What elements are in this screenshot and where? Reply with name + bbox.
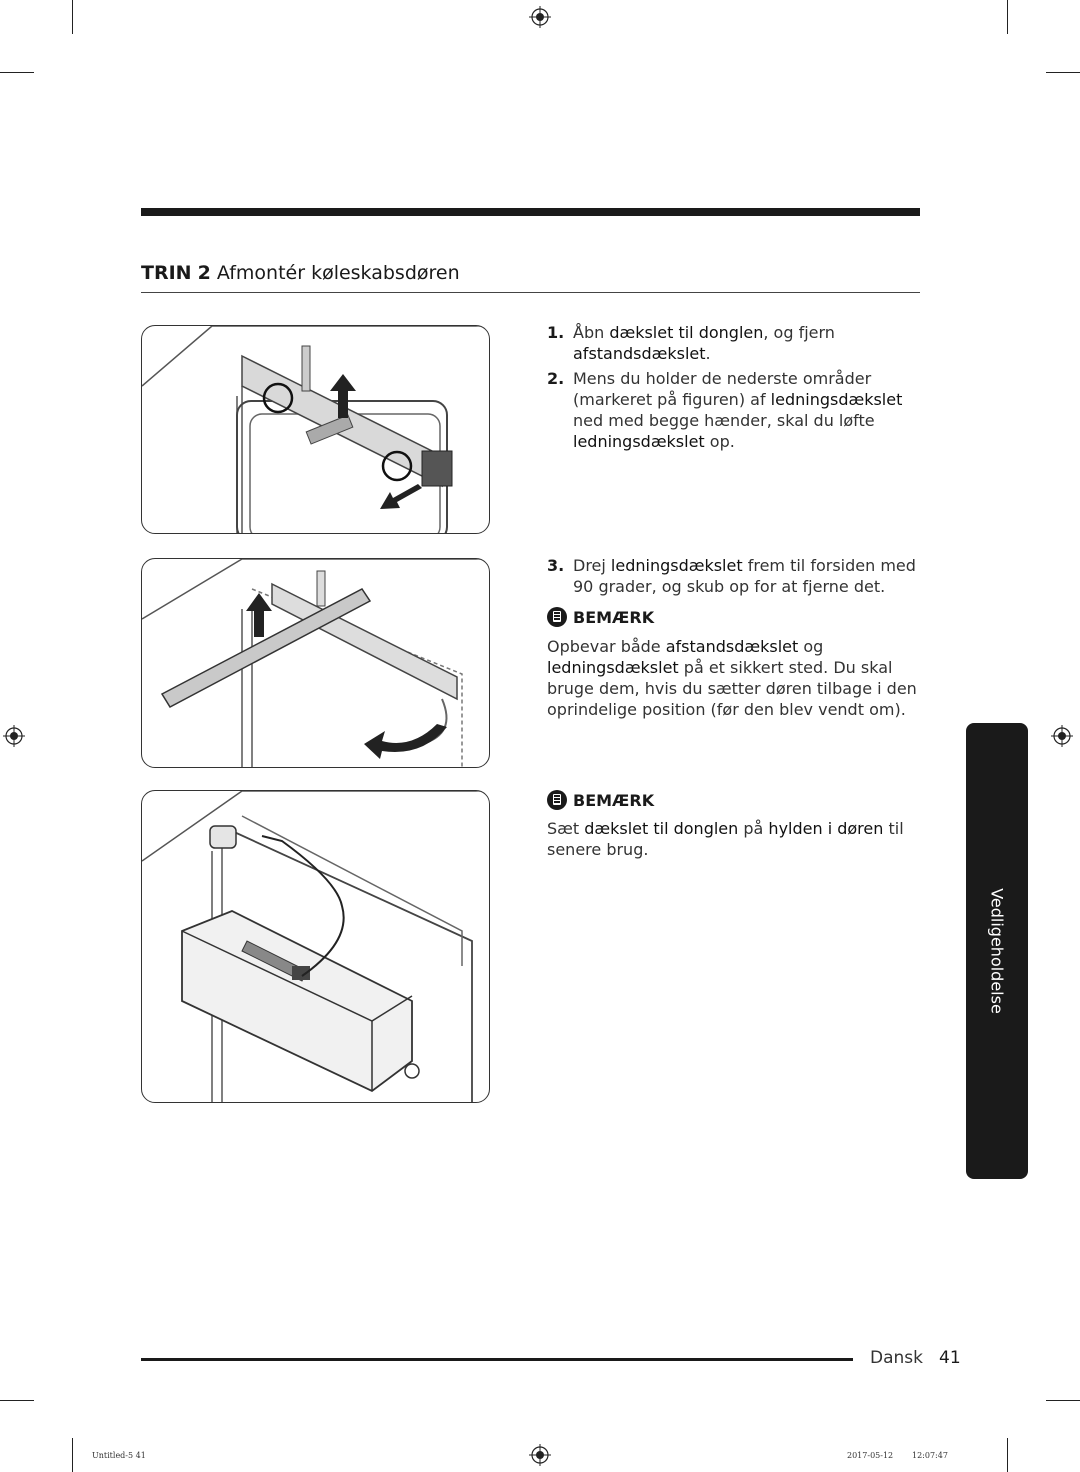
registration-mark-icon bbox=[529, 1444, 551, 1466]
crop-mark bbox=[0, 72, 34, 73]
keyword-term: hylden i døren bbox=[768, 819, 884, 838]
figure-dongle-cover-shelf bbox=[141, 790, 490, 1103]
text-run: og bbox=[798, 637, 824, 656]
figure-rotate-wire-cover bbox=[141, 558, 490, 768]
text-run: på et sikkert sted. Du skal bruge dem, h… bbox=[547, 658, 917, 719]
heading-rule bbox=[141, 292, 920, 293]
text-run: Drej bbox=[573, 556, 611, 575]
keyword-term: afstandsdækslet bbox=[665, 637, 799, 656]
step-heading-number: 2 bbox=[197, 262, 211, 284]
footer-language: Dansk bbox=[870, 1348, 923, 1368]
step-1: 1. Åbn dækslet til donglen, og fjern afs… bbox=[547, 322, 917, 364]
crop-mark bbox=[0, 1400, 34, 1401]
text-run: ned med begge hænder, skal du løfte bbox=[573, 411, 875, 430]
step-heading-title: Afmontér køleskabsdøren bbox=[216, 262, 460, 284]
text-run: Åbn bbox=[573, 323, 610, 342]
note-label: BEMÆRK bbox=[573, 607, 655, 627]
step-number: 1. bbox=[547, 323, 565, 342]
step-heading-trin: TRIN bbox=[141, 262, 192, 284]
text-run: på bbox=[738, 819, 769, 838]
crop-mark bbox=[1007, 0, 1008, 34]
print-slug-file: Untitled-5 41 bbox=[92, 1451, 146, 1460]
step-3: 3. Drej ledningsdækslet frem til forside… bbox=[547, 555, 917, 597]
text-run: til senere brug. bbox=[547, 819, 904, 859]
registration-mark-icon bbox=[3, 725, 25, 747]
text-run: , og fjern bbox=[763, 323, 835, 342]
keyword-term: dækslet til donglen bbox=[584, 819, 739, 838]
crop-mark bbox=[1007, 1438, 1008, 1472]
keyword-term: ledningsdækslet bbox=[573, 432, 705, 451]
keyword-term: afstandsdækslet bbox=[573, 344, 706, 363]
keyword-term: ledningsdækslet bbox=[770, 390, 903, 409]
note-heading: BEMÆRK bbox=[547, 607, 654, 627]
crop-mark bbox=[1046, 1400, 1080, 1401]
text-run: op. bbox=[704, 432, 735, 451]
note-icon bbox=[547, 790, 567, 810]
step-text: Åbn dækslet til donglen, og fjern afstan… bbox=[573, 322, 917, 364]
note-label: BEMÆRK bbox=[573, 790, 655, 810]
figure-remove-dongle-cover bbox=[141, 325, 490, 534]
step-2: 2. Mens du holder de nederste områder (m… bbox=[547, 368, 917, 452]
note-text: Sæt dækslet til donglen på hylden i døre… bbox=[547, 818, 917, 860]
note-text: Opbevar både afstandsdækslet og lednings… bbox=[547, 636, 917, 720]
note-heading: BEMÆRK bbox=[547, 790, 654, 810]
chapter-side-tab-label: Vedligeholdelse bbox=[987, 888, 1007, 1014]
text-run: frem til forsiden med 90 grader, og skub… bbox=[573, 556, 916, 596]
step-heading: TRIN 2 Afmontér køleskabsdøren bbox=[141, 262, 460, 284]
registration-mark-icon bbox=[1051, 725, 1073, 747]
page-number: 41 bbox=[939, 1348, 961, 1368]
section-top-bar bbox=[141, 208, 920, 216]
keyword-term: dækslet til donglen bbox=[609, 323, 764, 342]
step-text: Mens du holder de nederste områder (mark… bbox=[573, 368, 917, 452]
text-run: Mens du holder de nederste områder (mark… bbox=[573, 369, 872, 409]
print-slug-time: 12:07:47 bbox=[912, 1451, 948, 1460]
keyword-term: ledningsdækslet bbox=[610, 556, 743, 575]
text-run: Opbevar både bbox=[547, 637, 666, 656]
chapter-side-tab: Vedligeholdelse bbox=[966, 723, 1028, 1179]
footer-rule bbox=[141, 1358, 853, 1361]
crop-mark bbox=[72, 1438, 73, 1472]
step-text: Drej ledningsdækslet frem til forsiden m… bbox=[573, 555, 917, 597]
step-number: 3. bbox=[547, 556, 565, 575]
registration-mark-icon bbox=[529, 6, 551, 28]
crop-mark bbox=[72, 0, 73, 34]
step-number: 2. bbox=[547, 369, 565, 388]
crop-mark bbox=[1046, 72, 1080, 73]
text-run: Sæt bbox=[547, 819, 585, 838]
text-run: . bbox=[705, 344, 711, 363]
print-slug-date: 2017-05-12 bbox=[847, 1451, 894, 1460]
note-icon bbox=[547, 607, 567, 627]
keyword-term: ledningsdækslet bbox=[547, 658, 679, 677]
